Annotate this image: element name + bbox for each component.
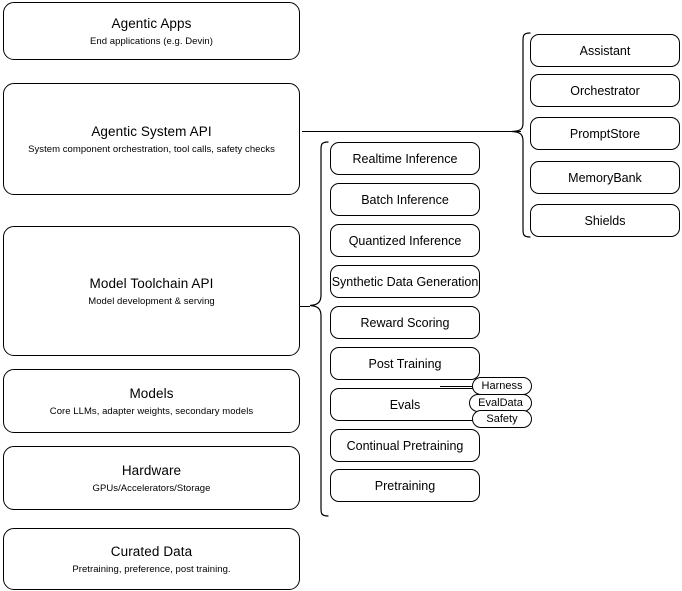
layer-subtitle: Core LLMs, adapter weights, secondary mo… [49, 405, 254, 417]
capability-label: Pretraining [374, 478, 436, 493]
connector-toolchain-to-capabilities [300, 305, 310, 307]
badge-harness[interactable]: Harness [472, 377, 532, 395]
badge-safety[interactable]: Safety [472, 410, 532, 428]
layer-agentic-apps[interactable]: Agentic Apps End applications (e.g. Devi… [3, 2, 300, 60]
badge-label: Harness [481, 379, 523, 392]
brace-toolchain-capabilities [308, 140, 330, 518]
layer-curated-data[interactable]: Curated Data Pretraining, preference, po… [3, 528, 300, 590]
capability-label: Realtime Inference [352, 151, 458, 166]
layer-models[interactable]: Models Core LLMs, adapter weights, secon… [3, 369, 300, 433]
component-label: Shields [584, 213, 626, 228]
component-label: Assistant [579, 43, 631, 58]
layer-title: Agentic Apps [111, 15, 192, 31]
capability-continual-pretraining[interactable]: Continual Pretraining [330, 429, 480, 462]
component-label: PromptStore [569, 126, 641, 141]
badge-evaldata[interactable]: EvalData [469, 394, 532, 412]
capability-quantized-inference[interactable]: Quantized Inference [330, 224, 480, 257]
component-promptstore[interactable]: PromptStore [530, 117, 680, 150]
layer-title: Curated Data [110, 543, 193, 559]
capability-post-training[interactable]: Post Training [330, 347, 480, 380]
layer-subtitle: Model development & serving [88, 295, 215, 307]
connector-system-api-to-components [302, 130, 521, 132]
capability-label: Reward Scoring [360, 315, 450, 330]
capability-reward-scoring[interactable]: Reward Scoring [330, 306, 480, 339]
layer-title: Hardware [121, 462, 182, 478]
layer-subtitle: System component orchestration, tool cal… [28, 143, 275, 155]
capability-label: Synthetic Data Generation [331, 274, 479, 289]
layer-title: Agentic System API [91, 123, 212, 139]
component-memorybank[interactable]: MemoryBank [530, 161, 680, 194]
component-shields[interactable]: Shields [530, 204, 680, 237]
component-label: Orchestrator [570, 83, 640, 98]
brace-system-components [510, 31, 532, 239]
layer-title: Model Toolchain API [89, 275, 214, 291]
capability-label: Continual Pretraining [346, 438, 464, 453]
capability-realtime-inference[interactable]: Realtime Inference [330, 142, 480, 175]
layer-subtitle: GPUs/Accelerators/Storage [92, 482, 211, 494]
capability-batch-inference[interactable]: Batch Inference [330, 183, 480, 216]
component-assistant[interactable]: Assistant [530, 34, 680, 67]
layer-subtitle: End applications (e.g. Devin) [90, 35, 213, 47]
layer-hardware[interactable]: Hardware GPUs/Accelerators/Storage [3, 446, 300, 510]
badge-label: Safety [486, 412, 518, 425]
layer-model-toolchain-api[interactable]: Model Toolchain API Model development & … [3, 226, 300, 356]
capability-evals[interactable]: Evals [330, 388, 480, 421]
layer-subtitle: Pretraining, preference, post training. [72, 563, 231, 575]
component-orchestrator[interactable]: Orchestrator [530, 74, 680, 107]
layer-agentic-system-api[interactable]: Agentic System API System component orch… [3, 83, 300, 195]
capability-synthetic-data-generation[interactable]: Synthetic Data Generation [330, 265, 480, 298]
capability-label: Evals [389, 397, 421, 412]
layer-title: Models [129, 385, 174, 401]
capability-label: Batch Inference [361, 192, 449, 207]
component-label: MemoryBank [568, 170, 642, 185]
badge-label: EvalData [478, 396, 523, 409]
capability-label: Quantized Inference [348, 233, 462, 248]
capability-label: Post Training [368, 356, 442, 371]
capability-pretraining[interactable]: Pretraining [330, 469, 480, 502]
connector-evals-harness [440, 385, 482, 387]
